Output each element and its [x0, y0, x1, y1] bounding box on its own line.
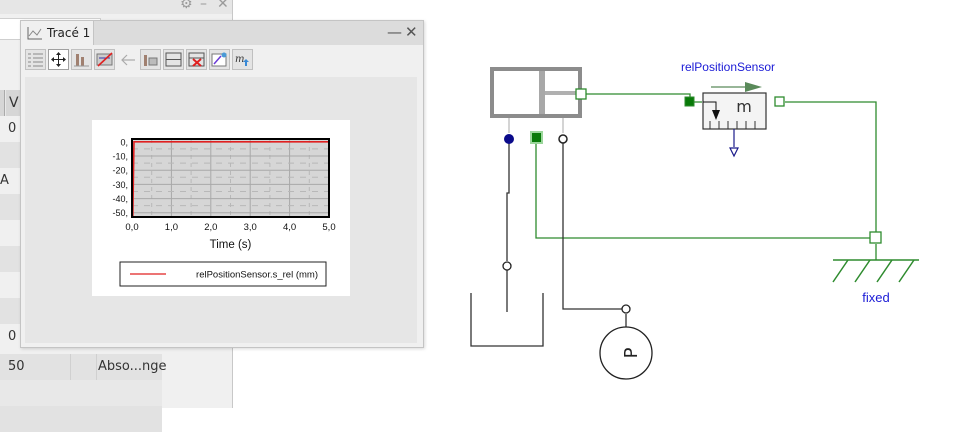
table-row[interactable] [0, 406, 162, 432]
table-cell [0, 272, 6, 298]
fixed-component[interactable] [832, 259, 919, 283]
sensor-unit: m [736, 97, 752, 116]
sensor-flange-a[interactable] [684, 96, 695, 107]
delete-plot-button[interactable] [186, 49, 207, 70]
hydraulic-connections [506, 143, 627, 327]
move-icon [51, 52, 66, 67]
fixed-flange-port[interactable] [869, 231, 882, 244]
grid-toggle-button[interactable] [94, 49, 115, 70]
split-horizontal-icon [165, 52, 182, 67]
table-cell [0, 220, 6, 246]
axis-icon [74, 53, 89, 66]
cylinder-flange-port[interactable] [575, 88, 587, 100]
sensor-label: relPositionSensor [681, 60, 775, 74]
x-tick-label: 1,0 [165, 222, 178, 233]
export-button[interactable] [140, 49, 161, 70]
rel-position-sensor[interactable]: m [702, 92, 767, 130]
x-tick-label: 0,0 [125, 222, 138, 233]
plot-frame [131, 138, 330, 218]
table-cell [0, 298, 6, 324]
tank-component[interactable] [470, 293, 544, 347]
back-button[interactable] [117, 49, 138, 70]
cylinder-port-a[interactable] [504, 134, 514, 144]
table-cell [0, 246, 6, 272]
cylinder-component[interactable] [490, 67, 582, 118]
x-axis-label: Time (s) [210, 239, 252, 251]
y-tick-label: -10, [112, 152, 128, 162]
column-divider [96, 354, 97, 380]
plot-icon [27, 27, 42, 40]
y-tick-label: -20, [112, 166, 128, 176]
split-button[interactable] [163, 49, 184, 70]
x-tick-label: 3,0 [244, 222, 257, 233]
table-cell: Abso...nge [98, 359, 167, 374]
table-cell [0, 116, 6, 142]
tank-port[interactable] [502, 261, 512, 271]
x-tick-label: 4,0 [283, 222, 296, 233]
sensor-direction-arrow [711, 82, 762, 92]
close-icon[interactable]: ✕ [217, 0, 229, 12]
y-tick-label: -40, [112, 194, 128, 204]
move-button[interactable] [48, 49, 69, 70]
plot-toolbar: m [25, 49, 253, 73]
table-cell: 0 [8, 329, 17, 344]
y-tick-label: -30, [112, 180, 128, 190]
background-titlebar: ⚙ – ✕ [0, 0, 232, 14]
fixed-label: fixed [862, 290, 889, 305]
pressure-label: P [621, 347, 642, 358]
pressure-source-component[interactable] [599, 326, 653, 380]
plot-window-titlebar: Tracé 1 — ✕ [21, 21, 423, 45]
table-cell [0, 142, 6, 168]
cylinder-housing-port[interactable] [530, 131, 543, 144]
table-row[interactable]: 50 Abso...nge [0, 354, 167, 380]
table-cell: 50 [8, 359, 25, 374]
minimize-button[interactable]: — [387, 23, 402, 41]
table-cell [0, 194, 6, 220]
sensor-flange-b[interactable] [774, 96, 785, 107]
back-arrow-icon [120, 54, 135, 65]
column-divider [70, 354, 71, 380]
export-icon [144, 54, 158, 66]
variables-button[interactable] [25, 49, 46, 70]
table-row[interactable] [0, 380, 162, 406]
variables-icon [28, 53, 43, 67]
minimize-icon[interactable]: – [200, 0, 207, 12]
chart-figure: 0, -10, -20, -30, -40, -50, 0,0 1,0 2,0 3,0 4,0 5,0… [92, 120, 350, 296]
legend-label: relPositionSensor.s_rel (mm) [196, 270, 318, 281]
no-grid-icon [96, 52, 113, 67]
math-button[interactable]: m [232, 49, 253, 70]
y-tick-label: -50, [112, 208, 128, 218]
x-tick-label: 5,0 [322, 222, 335, 233]
x-tick-label: 2,0 [204, 222, 217, 233]
tab-trace-1[interactable]: Tracé 1 [21, 21, 94, 45]
pressure-source-port[interactable] [621, 304, 631, 314]
table-cell [0, 324, 6, 350]
plot-window: Tracé 1 — ✕ m [20, 20, 424, 348]
svg-text:m: m [235, 54, 244, 65]
y-tick-label: 0, [120, 137, 128, 147]
model-diagram: relPositionSensor m fixed P [470, 60, 919, 380]
table-cell [0, 354, 6, 380]
table-cell: 0 [8, 121, 17, 136]
cylinder-port-b[interactable] [558, 134, 568, 144]
edit-curve-button[interactable] [209, 49, 230, 70]
gear-icon[interactable]: ⚙ [180, 0, 193, 12]
chart[interactable]: 0, -10, -20, -30, -40, -50, 0,0 1,0 2,0 3,0 4,0 5,0… [92, 120, 350, 296]
math-icon: m [235, 54, 249, 66]
delete-plot-icon [188, 52, 205, 67]
tab-label: Tracé 1 [47, 26, 91, 40]
close-button[interactable]: ✕ [405, 23, 418, 41]
table-cell: A [0, 173, 9, 188]
edit-curve-icon [211, 52, 227, 67]
axis-button[interactable] [71, 49, 92, 70]
sensor-output-port[interactable] [729, 147, 739, 158]
